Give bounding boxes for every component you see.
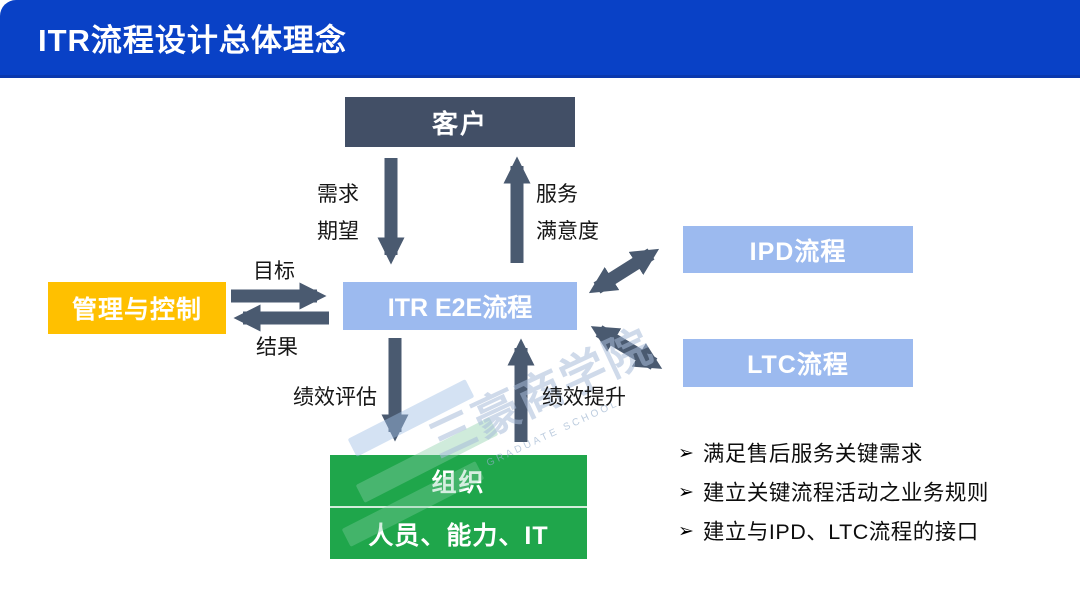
customer-box: 客户	[345, 97, 575, 147]
ipd-process-box: IPD流程	[683, 226, 913, 273]
bullet-arrow-icon: ➢	[678, 521, 694, 542]
organization-title: 组织	[431, 468, 486, 497]
label-demand: 需求	[317, 183, 359, 206]
ltc-process-box: LTC流程	[683, 339, 913, 387]
organization-subtitle: 人员、能力、IT	[368, 521, 549, 550]
bullet-text: 建立与IPD、LTC流程的接口	[702, 520, 979, 544]
management-control-box: 管理与控制	[48, 282, 226, 334]
page-title: ITR流程设计总体理念	[38, 23, 347, 58]
management-control-label: 管理与控制	[71, 296, 202, 324]
itr-e2e-process-label: ITR E2E流程	[387, 294, 533, 322]
header-bar: ITR流程设计总体理念	[0, 0, 1080, 78]
list-item: ➢ 满足售后服务关键需求	[678, 440, 989, 468]
organization-divider	[330, 506, 587, 508]
label-result: 结果	[256, 336, 298, 359]
label-performance-improvement: 绩效提升	[542, 386, 626, 409]
itr-e2e-process-box: ITR E2E流程	[343, 282, 577, 330]
organization-box: 组织 人员、能力、IT	[330, 455, 587, 559]
list-item: ➢ 建立关键流程活动之业务规则	[678, 479, 989, 507]
arrow-itr-ipd-bidirectional	[588, 248, 660, 294]
ipd-process-label: IPD流程	[749, 237, 847, 266]
label-performance-evaluation: 绩效评估	[293, 386, 377, 409]
label-service: 服务	[536, 183, 578, 206]
bullet-arrow-icon: ➢	[678, 443, 694, 464]
ltc-process-label: LTC流程	[747, 351, 849, 379]
label-demand-expectation: 需求 期望	[317, 176, 359, 250]
key-points-list: ➢ 满足售后服务关键需求 ➢ 建立关键流程活动之业务规则 ➢ 建立与IPD、LT…	[678, 440, 989, 557]
bullet-text: 建立关键流程活动之业务规则	[702, 481, 989, 505]
label-service-satisfaction: 服务 满意度	[536, 176, 599, 250]
arrow-itr-ltc-bidirectional	[590, 325, 663, 370]
bullet-arrow-icon: ➢	[678, 482, 694, 503]
label-satisfaction: 满意度	[536, 220, 599, 243]
bullet-text: 满足售后服务关键需求	[702, 442, 923, 466]
customer-box-label: 客户	[431, 108, 488, 139]
label-expectation: 期望	[317, 220, 359, 243]
label-goal: 目标	[253, 260, 295, 283]
list-item: ➢ 建立与IPD、LTC流程的接口	[678, 518, 989, 546]
